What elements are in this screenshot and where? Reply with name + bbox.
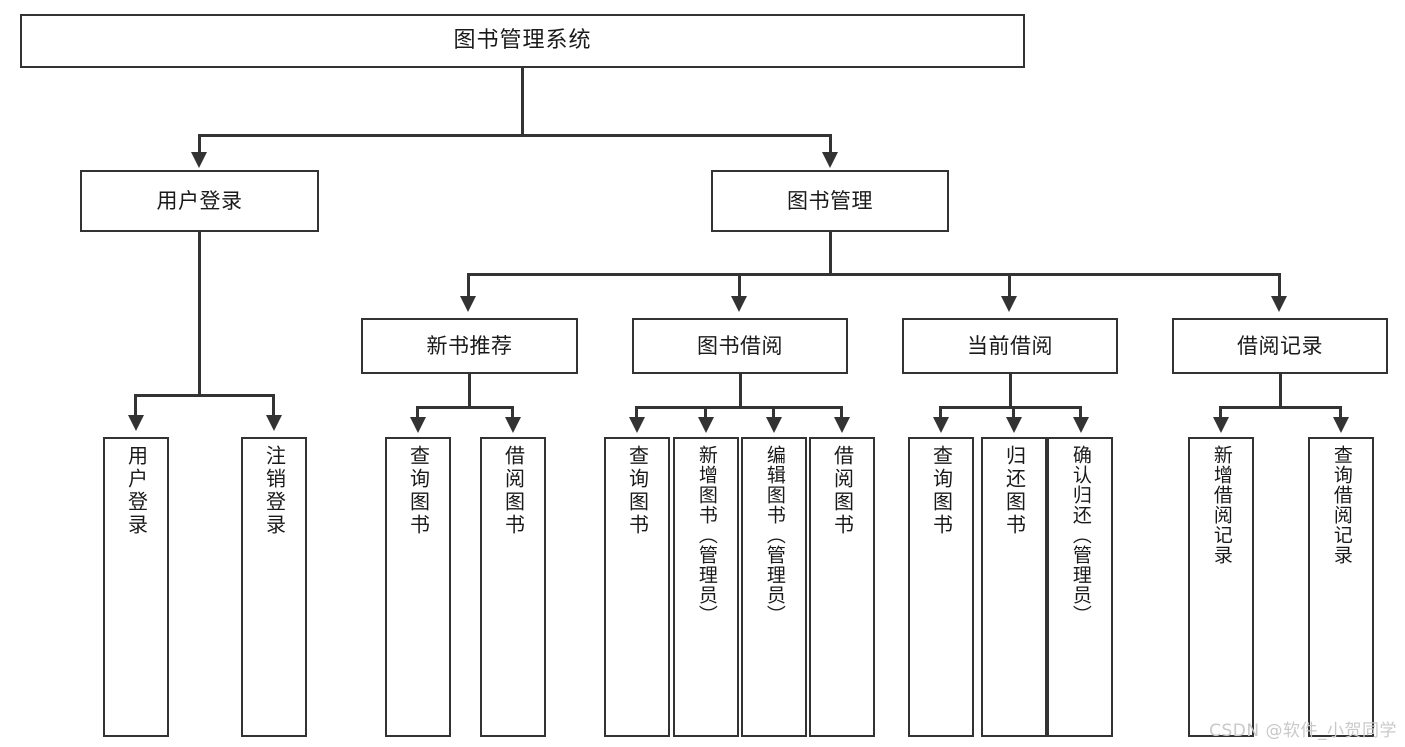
connector-borrow-to-leaf3 [772, 406, 775, 418]
node-label: 图书借阅 [697, 333, 783, 358]
leaf-borrow-books-newbook[interactable]: 借阅图书 [480, 437, 546, 737]
connector-borrow-to-leaf2 [704, 406, 707, 418]
node-label: 借阅记录 [1237, 333, 1323, 358]
connector-records-bus [1219, 406, 1341, 409]
leaf-return-books[interactable]: 归还图书 [981, 437, 1047, 737]
connector-login-to-leaf1 [134, 394, 137, 416]
node-label: 用户登录 [156, 188, 243, 213]
arrow-books-to-newbook [460, 296, 476, 312]
arrow-current-to-leaf2 [1006, 417, 1022, 433]
arrow-records-to-leaf1 [1213, 417, 1229, 433]
node-label: 查询图书 [406, 445, 431, 537]
node-label: 编辑图书（管理员） [763, 445, 786, 625]
arrow-books-to-records [1271, 296, 1287, 312]
connector-login-stem [198, 232, 201, 395]
node-label: 确认归还（管理员） [1069, 445, 1092, 625]
connector-newbook-stem [468, 374, 471, 407]
connector-books-to-newbook [467, 273, 470, 297]
leaf-borrow-books[interactable]: 借阅图书 [809, 437, 875, 737]
arrow-borrow-to-leaf1 [629, 417, 645, 433]
connector-root-bus [198, 134, 832, 137]
connector-borrow-to-leaf1 [635, 406, 638, 418]
node-label: 图书管理系统 [453, 28, 592, 54]
leaf-add-book-admin[interactable]: 新增图书（管理员） [673, 437, 739, 737]
node-book-management[interactable]: 图书管理 [711, 170, 949, 232]
connector-newbook-to-leaf2 [511, 406, 514, 418]
connector-current-to-leaf3 [1079, 406, 1082, 418]
connector-borrow-to-leaf4 [840, 406, 843, 418]
node-user-login[interactable]: 用户登录 [80, 170, 319, 232]
arrow-books-to-current [1001, 296, 1017, 312]
connector-borrow-stem [739, 374, 742, 407]
connector-books-bus [467, 273, 1280, 276]
connector-login-to-leaf2 [272, 394, 275, 416]
node-label: 新增图书（管理员） [695, 445, 718, 625]
leaf-query-books-newbook[interactable]: 查询图书 [385, 437, 451, 737]
connector-current-to-leaf2 [1012, 406, 1015, 418]
leaf-user-login[interactable]: 用户登录 [103, 437, 169, 737]
connector-current-stem [1009, 374, 1012, 407]
arrow-borrow-to-leaf2 [698, 417, 714, 433]
connector-root-to-books [829, 134, 832, 154]
arrow-root-to-login [191, 152, 207, 168]
arrow-login-to-leaf1 [128, 415, 144, 431]
leaf-confirm-return-admin[interactable]: 确认归还（管理员） [1047, 437, 1113, 737]
node-label: 查询图书 [929, 445, 954, 537]
arrow-current-to-leaf3 [1073, 417, 1089, 433]
arrow-borrow-to-leaf3 [766, 417, 782, 433]
connector-login-bus [134, 394, 274, 397]
node-label: 新增借阅记录 [1210, 445, 1233, 565]
node-label: 查询图书 [625, 445, 650, 537]
node-label: 当前借阅 [967, 333, 1053, 358]
leaf-add-borrow-record[interactable]: 新增借阅记录 [1188, 437, 1254, 737]
node-book-borrow[interactable]: 图书借阅 [632, 318, 848, 374]
leaf-query-borrow-record[interactable]: 查询借阅记录 [1308, 437, 1374, 737]
connector-newbook-to-leaf1 [416, 406, 419, 418]
leaf-logout[interactable]: 注销登录 [241, 437, 307, 737]
node-root-system[interactable]: 图书管理系统 [20, 14, 1025, 68]
connector-newbook-bus [416, 406, 514, 409]
node-label: 用户登录 [124, 445, 149, 537]
arrow-current-to-leaf1 [933, 417, 949, 433]
connector-root-stem [521, 68, 524, 136]
connector-books-stem [829, 232, 832, 274]
node-label: 查询借阅记录 [1330, 445, 1353, 565]
arrow-books-to-borrow [731, 296, 747, 312]
connector-books-to-current [1008, 273, 1011, 297]
node-new-book-recommend[interactable]: 新书推荐 [361, 318, 578, 374]
connector-current-bus [939, 406, 1080, 409]
arrow-borrow-to-leaf4 [834, 417, 850, 433]
node-current-borrow[interactable]: 当前借阅 [902, 318, 1118, 374]
arrow-login-to-leaf2 [266, 415, 282, 431]
node-label: 借阅图书 [830, 445, 855, 537]
arrow-root-to-books [822, 152, 838, 168]
arrow-newbook-to-leaf2 [505, 417, 521, 433]
node-label: 借阅图书 [501, 445, 526, 537]
node-label: 图书管理 [787, 188, 873, 213]
leaf-query-books-borrow[interactable]: 查询图书 [604, 437, 670, 737]
node-label: 归还图书 [1002, 445, 1027, 537]
leaf-edit-book-admin[interactable]: 编辑图书（管理员） [741, 437, 807, 737]
leaf-query-books-current[interactable]: 查询图书 [908, 437, 974, 737]
connector-records-to-leaf1 [1219, 406, 1222, 418]
connector-records-to-leaf2 [1339, 406, 1342, 418]
node-borrow-records[interactable]: 借阅记录 [1172, 318, 1388, 374]
connector-borrow-bus [635, 406, 841, 409]
connector-current-to-leaf1 [939, 406, 942, 418]
connector-books-to-records [1278, 273, 1281, 297]
arrow-newbook-to-leaf1 [410, 417, 426, 433]
connector-records-stem [1279, 374, 1282, 407]
node-label: 新书推荐 [426, 333, 513, 358]
node-label: 注销登录 [262, 445, 287, 537]
connector-books-to-borrow [738, 273, 741, 297]
arrow-records-to-leaf2 [1333, 417, 1349, 433]
connector-root-to-login [198, 134, 201, 154]
